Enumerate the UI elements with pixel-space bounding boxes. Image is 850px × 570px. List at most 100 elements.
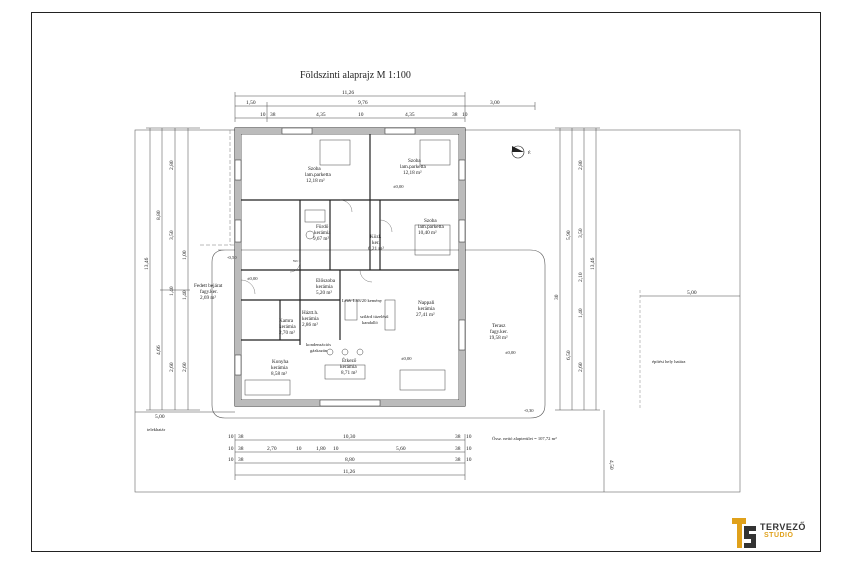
- top-dimensions: [234, 92, 536, 122]
- room-9-name: Háztt.h.: [302, 310, 318, 316]
- left-dimensions: [146, 127, 200, 411]
- doors: [240, 199, 393, 295]
- dim-right-3: 2,80: [578, 160, 584, 170]
- level-000-c: ±0,00: [401, 356, 412, 362]
- dim-right-1: 6,50: [566, 350, 572, 360]
- dim-left-3: 2,80: [169, 160, 175, 170]
- dim-bot-r2-3: 10: [296, 446, 302, 452]
- room-2-area: 12,18 m²: [403, 170, 422, 176]
- dim-terrace-500: 5,00: [687, 290, 697, 296]
- dim-left-1: 8,80: [156, 210, 162, 220]
- drawing-frame: [31, 12, 821, 552]
- room-8-area: 2,70 m²: [279, 330, 295, 336]
- dim-bot-r2-8: 10: [466, 446, 472, 452]
- room-4-floor: ker.: [372, 240, 380, 246]
- room-12-area: 8,58 m²: [271, 371, 287, 377]
- room-1-area: 12,18 m²: [306, 178, 325, 184]
- dim-right-8: 30: [554, 294, 560, 300]
- dim-right-0: 13,46: [590, 257, 596, 270]
- dim-left-8: 1,40: [182, 290, 188, 300]
- room-5-name: Szoba: [424, 218, 437, 224]
- room-4-name: Közl.: [370, 234, 381, 240]
- room-5-floor: lam.parketta: [418, 224, 444, 230]
- room-1-name: Szoba: [308, 166, 321, 172]
- dim-top-2: 9,76: [358, 100, 368, 106]
- dim-bot-r2-7: 38: [455, 446, 461, 452]
- room-11-area: 19,58 m²: [489, 335, 508, 341]
- dim-top-overall: 11,26: [342, 90, 354, 96]
- dim-top-r3-2: 4,35: [316, 112, 326, 118]
- room-12-floor: kerámia: [271, 365, 288, 371]
- north-arrow-icon: É: [511, 145, 531, 159]
- dim-bot-r3-1: 38: [238, 457, 244, 463]
- building-zone-label: építési hely határa: [652, 359, 685, 364]
- dim-bot-r3-2: 8,80: [345, 457, 355, 463]
- room-10-area: 27,41 m²: [416, 312, 435, 318]
- stove-label-2: kandalló: [362, 320, 379, 325]
- dim-top-r3-3: 10: [358, 112, 364, 118]
- dim-top-r3-5: 38: [452, 112, 458, 118]
- dim-left-0: 13,46: [144, 257, 150, 270]
- stair-label: Létér LS8/20 kemény: [342, 298, 383, 303]
- dim-left-4: 3,50: [169, 230, 175, 240]
- plot-boundary: [134, 129, 741, 493]
- paving-outline: [211, 249, 546, 419]
- dim-bot-r1-0: 10: [228, 434, 234, 440]
- dim-bot-r1-3: 38: [455, 434, 461, 440]
- room-3-area: 9,67 m²: [313, 236, 329, 242]
- room-1-floor: lam.parketta: [305, 172, 331, 178]
- room-13-floor: kerámia: [340, 364, 357, 370]
- dim-bot-r2-2: 2,70: [267, 446, 277, 452]
- room-11-floor: fagy.ker.: [490, 328, 508, 335]
- level-000-d: ±0,00: [505, 350, 516, 356]
- dim-bot-r2-4: 1,80: [316, 446, 326, 452]
- dim-bot-r2-0: 10: [228, 446, 234, 452]
- dim-bot-r3-4: 10: [466, 457, 472, 463]
- wc-label: wc: [293, 258, 298, 263]
- room-13-name: Étkező: [342, 356, 357, 364]
- dim-bot-r1-1: 38: [238, 434, 244, 440]
- room-9-area: 2,86 m²: [302, 322, 318, 328]
- bottom-dimensions: [234, 434, 466, 480]
- dim-right-6: 1,40: [578, 308, 584, 318]
- dim-right-5: 2,10: [578, 272, 584, 282]
- dim-bot-r2-5: 10: [333, 446, 339, 452]
- room-10-floor: kerámia: [418, 306, 435, 312]
- room-12-name: Konyha: [272, 359, 289, 365]
- room-10-name: Nappali: [418, 300, 435, 306]
- dim-bot-r2-1: 38: [238, 446, 244, 452]
- dim-right-7: 2,60: [578, 362, 584, 372]
- dim-left-9: 2,60: [182, 362, 188, 372]
- logo-mark-icon: [732, 518, 756, 548]
- dim-bot-r1-4: 10: [466, 434, 472, 440]
- interior-walls: [241, 134, 459, 345]
- tervezo-studio-logo: TERVEZŐ STÚDIÓ: [730, 514, 820, 554]
- room-13-area: 8,71 m²: [341, 370, 357, 376]
- room-7-floor: fagy.ker.: [200, 288, 218, 295]
- room-8-floor: kerámia: [279, 324, 296, 330]
- stove-label-1: szilárd tüzelésű: [360, 314, 389, 319]
- room-7-area: 2,69 m²: [200, 295, 216, 301]
- boiler-label-2: gázkazán: [310, 348, 328, 353]
- dim-top-r3-6: 10: [462, 112, 468, 118]
- room-5-area: 10,40 m²: [418, 230, 437, 236]
- dim-left-5: 1,40: [169, 286, 175, 296]
- dim-top-r3-1: 38: [270, 112, 276, 118]
- dim-bot-r2-6: 5,60: [396, 446, 406, 452]
- right-dimensions: [555, 127, 600, 411]
- dim-bot-r3-3: 38: [455, 457, 461, 463]
- dim-top-r3-4: 4,35: [405, 112, 415, 118]
- room-8-name: Kamra: [279, 318, 294, 324]
- boiler-label-1: kondenzációs: [306, 342, 331, 347]
- level-000-b: ±0,00: [247, 276, 258, 282]
- dim-top-r3-0: 10: [260, 112, 266, 118]
- dim-top-3: 3,00: [490, 100, 500, 106]
- furniture: [244, 139, 451, 396]
- logo-text-studio: STÚDIÓ: [764, 532, 794, 539]
- room-2-name: Szoba: [408, 158, 421, 164]
- dim-bot-overall: 11,26: [343, 469, 355, 475]
- room-9-floor: kerámia: [302, 316, 319, 322]
- room-6-floor: kerámia: [316, 284, 333, 290]
- dim-left-2: 4,66: [156, 345, 162, 355]
